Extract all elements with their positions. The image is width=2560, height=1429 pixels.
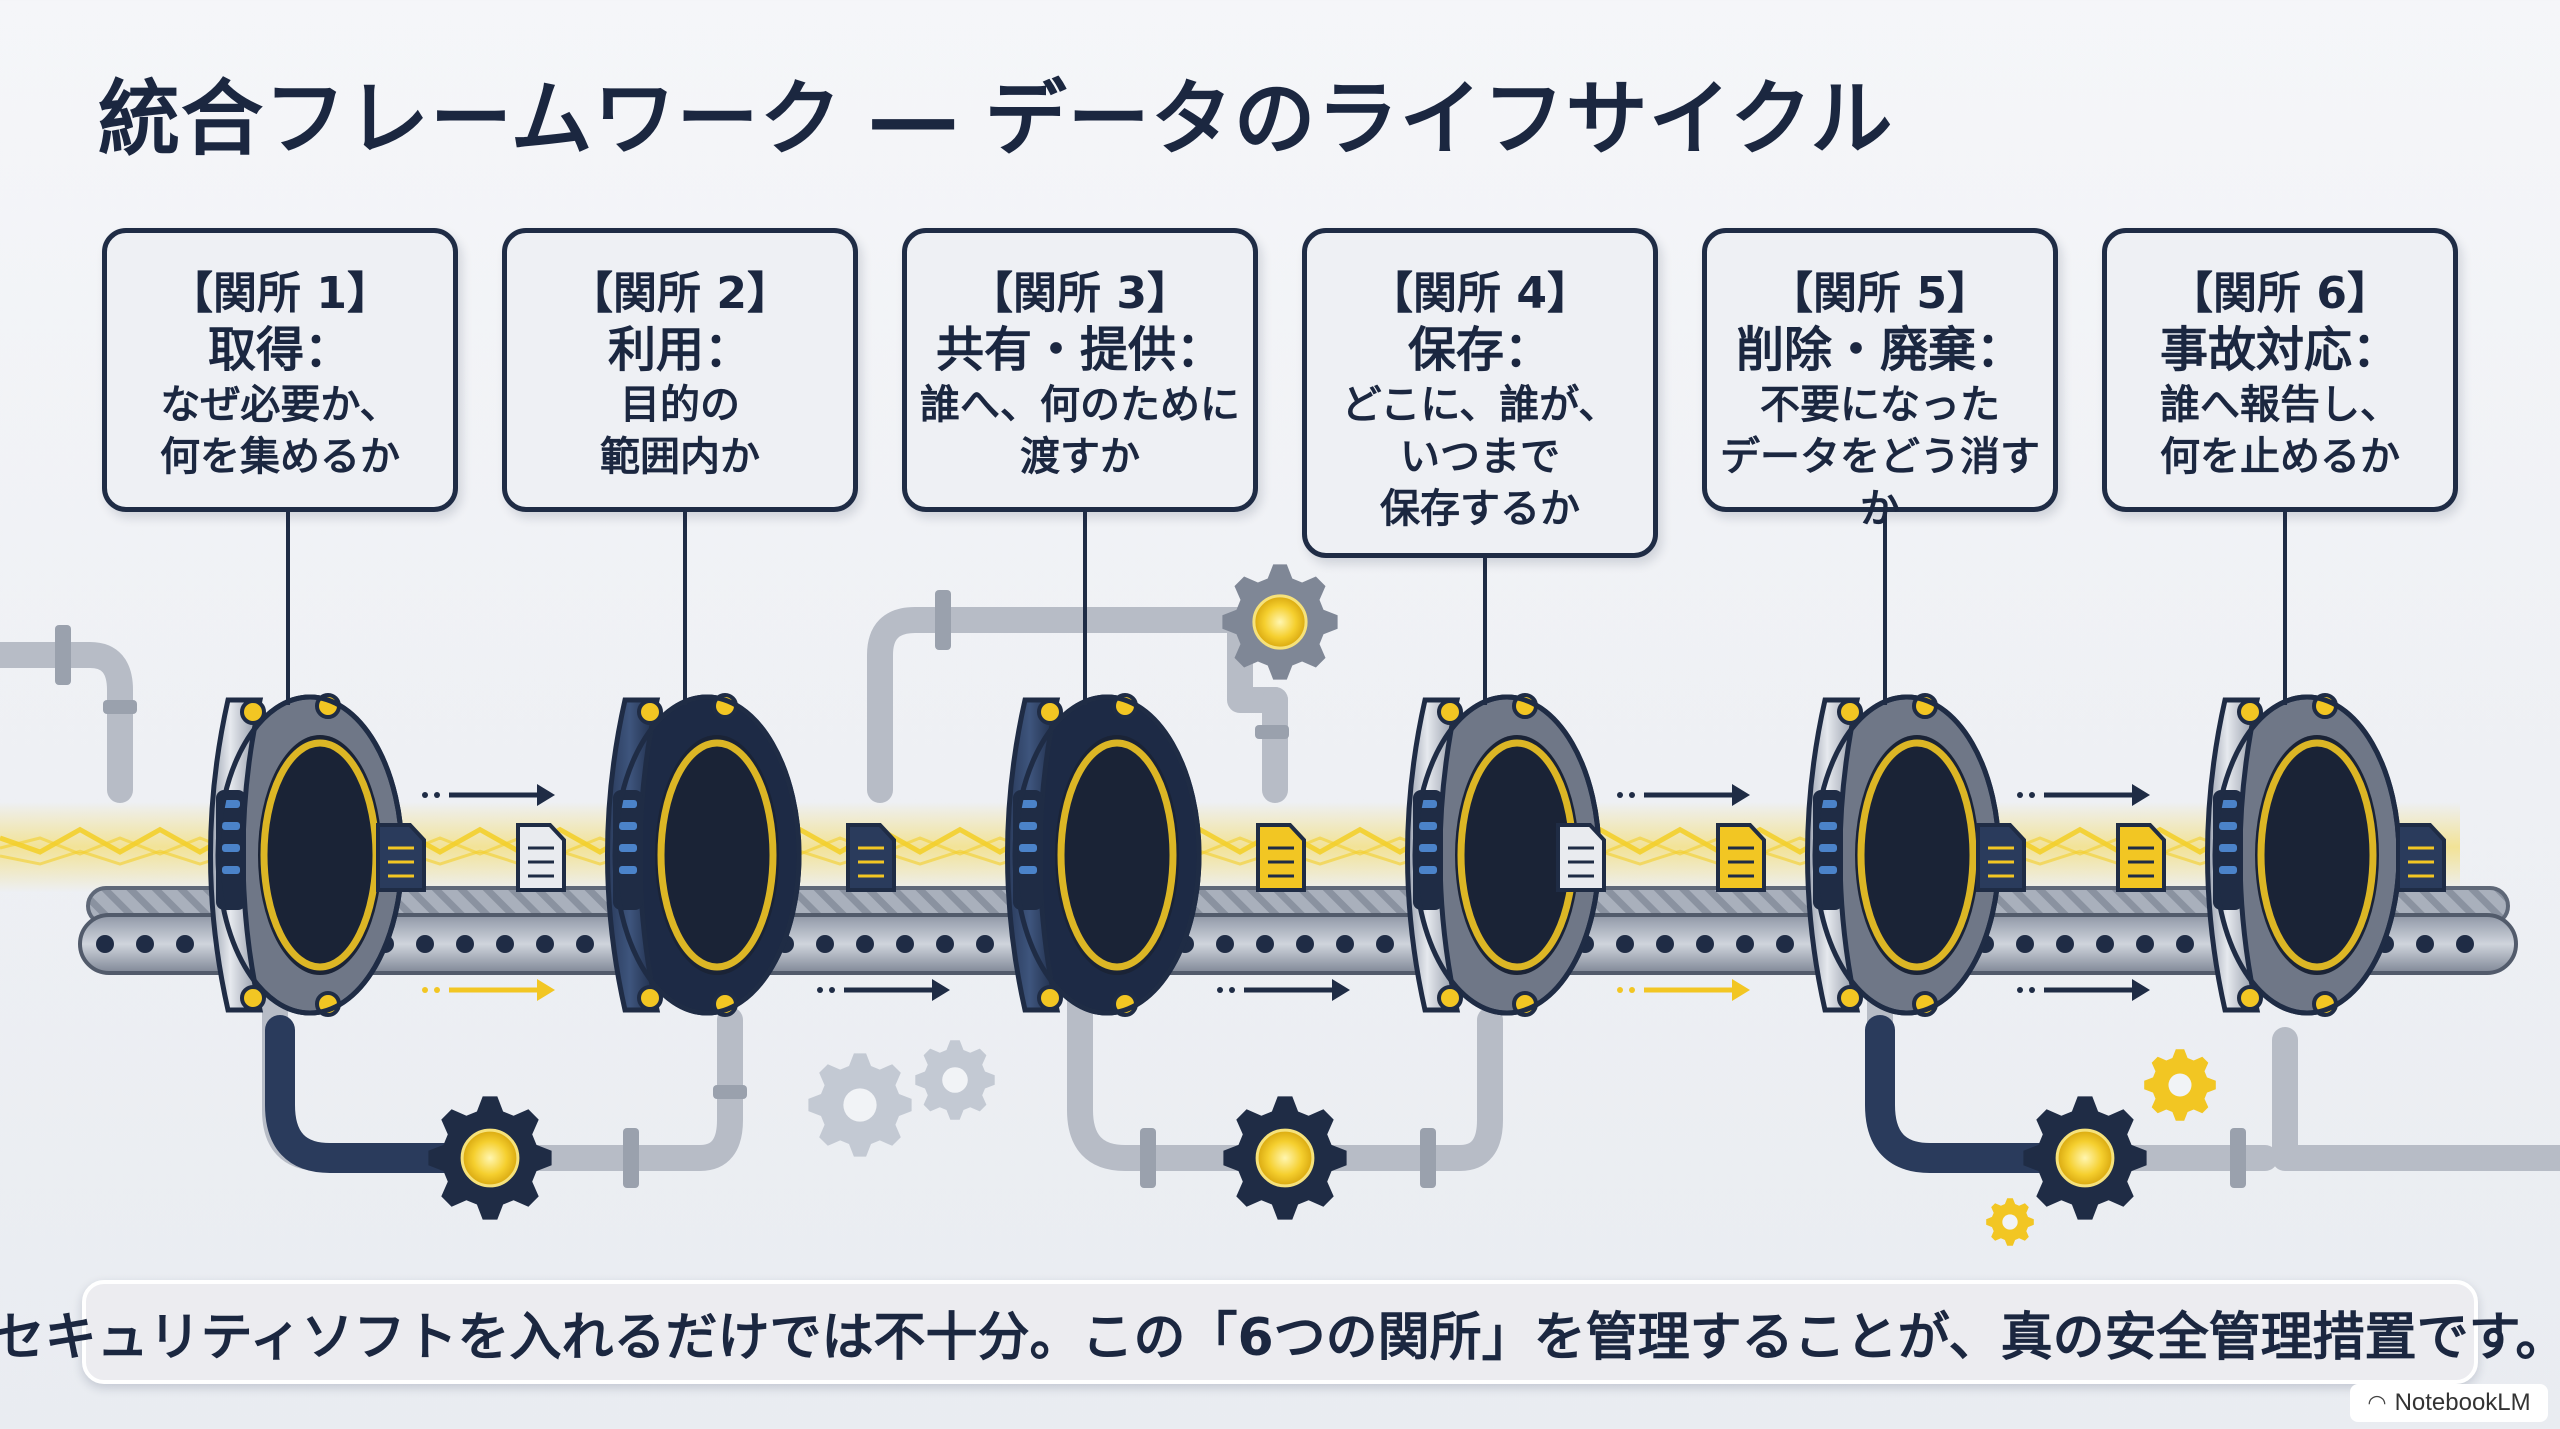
footer-message: セキュリティソフトを入れるだけでは不十分。この「6つの関所」を管理することが、真… bbox=[0, 1280, 2560, 1384]
belt-roller bbox=[1656, 935, 1674, 953]
checkpoint-heading: 保存： bbox=[1407, 322, 1552, 378]
conveyor-belt bbox=[78, 886, 2518, 975]
flow-arrow bbox=[1217, 979, 1350, 1001]
belt-roller bbox=[536, 935, 554, 953]
page-title: 統合フレームワーク ― データのライフサイクル bbox=[98, 72, 1894, 167]
belt-roller bbox=[936, 935, 954, 953]
belt-roller bbox=[976, 935, 994, 953]
flow-arrow bbox=[817, 979, 950, 1001]
belt-roller bbox=[2016, 935, 2034, 953]
document-icon bbox=[2116, 823, 2166, 892]
checkpoint-description: 誰へ、何のために 渡すか bbox=[920, 382, 1240, 480]
document-icon bbox=[1976, 823, 2026, 892]
checkpoint-description: 誰へ報告し、 何を止めるか bbox=[2160, 382, 2400, 480]
belt-roller bbox=[456, 935, 474, 953]
checkpoint-label: 【関所 2】 bbox=[569, 268, 791, 319]
belt-roller bbox=[576, 935, 594, 953]
document-icon bbox=[516, 823, 566, 892]
flow-arrow bbox=[2017, 784, 2150, 806]
gear-icon bbox=[808, 1053, 912, 1157]
checkpoint-description: 目的の 範囲内か bbox=[600, 382, 760, 480]
brand-name: NotebookLM bbox=[2394, 1389, 2531, 1416]
checkpoint-ring-5 bbox=[1805, 693, 2002, 1017]
checkpoint-box-1: 【関所 1】取得：なぜ必要か、 何を集めるか bbox=[102, 228, 458, 512]
gear-icon bbox=[1223, 1096, 1347, 1220]
belt-roller bbox=[2096, 935, 2114, 953]
checkpoint-label: 【関所 4】 bbox=[1369, 268, 1591, 319]
flow-arrow bbox=[422, 784, 555, 806]
flow-arrow bbox=[2017, 979, 2150, 1001]
notebooklm-logo-icon: ◠ bbox=[2367, 1390, 2387, 1415]
belt-roller bbox=[96, 935, 114, 953]
belt-roller bbox=[1256, 935, 1274, 953]
gear-icon bbox=[915, 1040, 995, 1120]
belt-roller bbox=[856, 935, 874, 953]
belt-roller bbox=[496, 935, 514, 953]
checkpoint-ring-3 bbox=[1005, 693, 1202, 1017]
checkpoint-box-5: 【関所 5】削除・廃棄：不要になった データをどう消すか bbox=[1702, 228, 2058, 532]
flow-arrow bbox=[422, 979, 555, 1001]
belt-roller bbox=[896, 935, 914, 953]
checkpoint-description: どこに、誰が、 いつまで 保存するか bbox=[1341, 382, 1619, 532]
gear-icon bbox=[1986, 1198, 2034, 1246]
checkpoint-box-3: 【関所 3】共有・提供：誰へ、何のために 渡すか bbox=[902, 228, 1258, 512]
belt-roller bbox=[816, 935, 834, 953]
belt-roller bbox=[1376, 935, 1394, 953]
checkpoint-label: 【関所 3】 bbox=[969, 268, 1191, 319]
checkpoint-heading: 削除・廃棄： bbox=[1735, 322, 2024, 378]
belt-roller bbox=[2416, 935, 2434, 953]
belt-roller bbox=[2176, 935, 2194, 953]
belt-roller bbox=[1616, 935, 1634, 953]
checkpoint-ring-1 bbox=[208, 693, 405, 1017]
belt-roller bbox=[1216, 935, 1234, 953]
belt-roller bbox=[176, 935, 194, 953]
checkpoint-box-4: 【関所 4】保存：どこに、誰が、 いつまで 保存するか bbox=[1302, 228, 1658, 558]
document-icon bbox=[376, 823, 426, 892]
document-icon bbox=[1716, 823, 1766, 892]
belt-roller bbox=[1736, 935, 1754, 953]
document-icon bbox=[1556, 823, 1606, 892]
belt-roller bbox=[416, 935, 434, 953]
document-icon bbox=[2396, 823, 2446, 892]
document-icon bbox=[1256, 823, 1306, 892]
gear-icon bbox=[1222, 564, 1338, 680]
checkpoint-description: なぜ必要か、 何を集めるか bbox=[160, 382, 400, 480]
checkpoint-ring-2 bbox=[605, 693, 802, 1017]
belt-roller bbox=[1776, 935, 1794, 953]
checkpoint-heading: 取得： bbox=[207, 322, 352, 378]
brand-badge: ◠ NotebookLM bbox=[2350, 1384, 2548, 1422]
checkpoint-label: 【関所 5】 bbox=[1769, 268, 1991, 319]
gear-icon bbox=[2144, 1049, 2216, 1121]
flow-arrow bbox=[1617, 979, 1750, 1001]
belt-roller bbox=[2456, 935, 2474, 953]
gear-icon bbox=[2023, 1096, 2147, 1220]
checkpoint-box-2: 【関所 2】利用：目的の 範囲内か bbox=[502, 228, 858, 512]
document-icon bbox=[846, 823, 896, 892]
checkpoint-heading: 利用： bbox=[607, 322, 752, 378]
checkpoint-heading: 事故対応： bbox=[2159, 322, 2400, 378]
checkpoint-label: 【関所 6】 bbox=[2169, 268, 2391, 319]
navy-pipes bbox=[265, 1015, 2075, 1173]
checkpoint-heading: 共有・提供： bbox=[935, 322, 1224, 378]
belt-roller bbox=[1296, 935, 1314, 953]
checkpoint-ring-4 bbox=[1405, 693, 1602, 1017]
pipe-joints bbox=[55, 590, 2246, 1188]
belt-roller bbox=[2056, 935, 2074, 953]
checkpoint-label: 【関所 1】 bbox=[169, 268, 391, 319]
checkpoint-box-6: 【関所 6】事故対応：誰へ報告し、 何を止めるか bbox=[2102, 228, 2458, 512]
belt-roller bbox=[1696, 935, 1714, 953]
belt-roller bbox=[136, 935, 154, 953]
belt-roller bbox=[1336, 935, 1354, 953]
checkpoint-description: 不要になった データをどう消すか bbox=[1720, 382, 2040, 532]
belt-roller bbox=[2136, 935, 2154, 953]
flow-arrow bbox=[1617, 784, 1750, 806]
checkpoint-ring-6 bbox=[2205, 693, 2402, 1017]
gear-icon bbox=[428, 1096, 552, 1220]
